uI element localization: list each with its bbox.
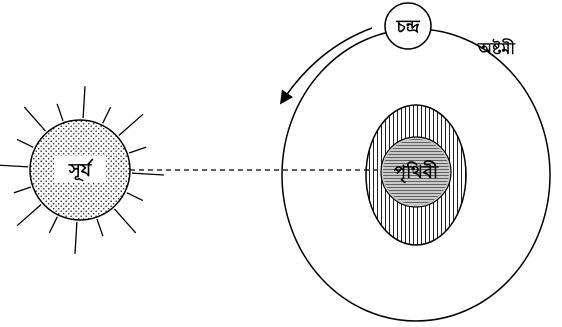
sun-ray [129, 147, 146, 153]
sun-ray [57, 104, 63, 121]
sun-ray [132, 173, 164, 175]
moon-label: চন্দ্র [396, 17, 421, 37]
sun-ray [115, 209, 136, 233]
sun-ray [24, 107, 45, 131]
sun-ray [103, 107, 111, 123]
sun-ray [14, 187, 31, 193]
sun-ray [127, 193, 143, 201]
sun-label: সূর্য [68, 158, 94, 181]
sun-ray [17, 139, 33, 147]
sun-ray [75, 222, 77, 254]
sun-ray [119, 114, 143, 135]
sun-ray [49, 217, 57, 233]
sun-ray [0, 165, 28, 167]
sun-ray [97, 219, 103, 236]
orbit-direction-arrow [283, 28, 372, 100]
phase-label: অষ্টমী [477, 38, 516, 58]
sun-ray [83, 86, 85, 118]
earth-label: পৃথিবী [394, 160, 439, 185]
sun-ray [17, 205, 41, 226]
